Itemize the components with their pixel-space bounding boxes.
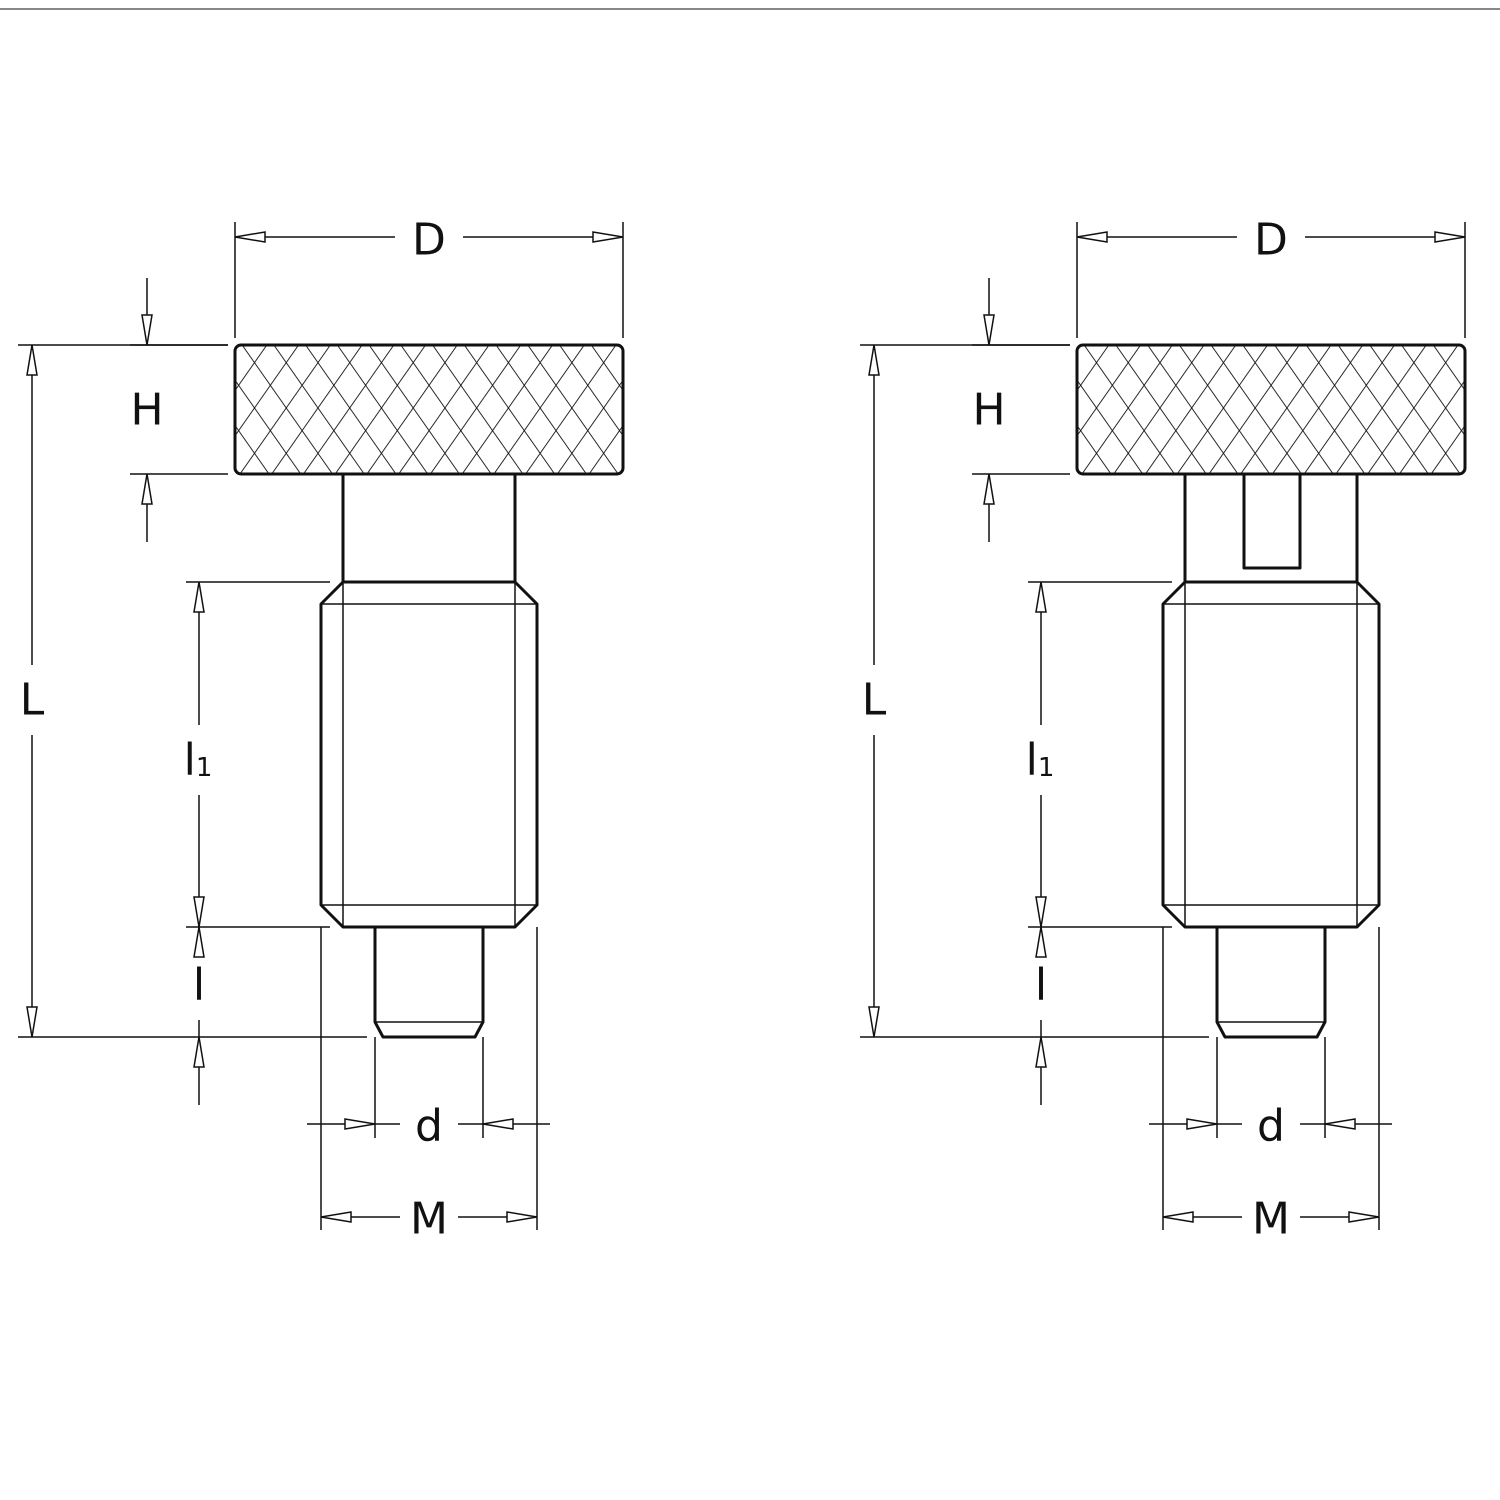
arrowhead-icon — [344, 1118, 376, 1130]
plunger-pin — [1215, 925, 1327, 1039]
arrowhead-icon — [1434, 231, 1466, 243]
label-L: L — [862, 675, 887, 726]
label-D: D — [412, 215, 446, 266]
subscript: 1 — [1038, 753, 1055, 783]
arrowhead-icon — [506, 1211, 538, 1223]
arrowhead-icon — [1348, 1211, 1380, 1223]
arrowhead-icon — [1324, 1118, 1356, 1130]
label-H: H — [130, 385, 163, 436]
arrowhead-icon — [1162, 1211, 1194, 1223]
label-l1: l1 — [1026, 735, 1055, 786]
arrowhead-icon — [26, 344, 38, 376]
arrowhead-icon — [983, 314, 995, 346]
arrowhead-icon — [1035, 581, 1047, 613]
view-slotted: D H Ll1 l dM — [860, 215, 1467, 1245]
threaded-body — [1161, 580, 1381, 929]
arrowhead-icon — [193, 896, 205, 928]
label-d: d — [1257, 1101, 1285, 1152]
label-H: H — [972, 385, 1005, 436]
threaded-body — [319, 580, 539, 929]
view-plain: D H Ll1 l dM — [18, 215, 625, 1245]
plunger-pin — [373, 925, 485, 1039]
label-L: L — [20, 675, 45, 726]
arrowhead-icon — [141, 314, 153, 346]
label-D: D — [1254, 215, 1288, 266]
slot — [1242, 472, 1302, 570]
arrowhead-icon — [1076, 231, 1108, 243]
neck — [1183, 472, 1359, 584]
knurl-hatch — [235, 345, 623, 474]
arrowhead-icon — [482, 1118, 514, 1130]
knurled-knob — [1075, 343, 1467, 476]
arrowhead-icon — [1035, 896, 1047, 928]
arrowhead-icon — [1186, 1118, 1218, 1130]
arrowhead-icon — [193, 1036, 205, 1068]
arrowhead-icon — [983, 473, 995, 505]
arrowhead-icon — [26, 1006, 38, 1038]
label-l1: l1 — [184, 735, 213, 786]
knurl-hatch — [1077, 345, 1465, 474]
subscript: 1 — [196, 753, 213, 783]
label-l: l — [193, 960, 205, 1011]
label-d: d — [415, 1101, 443, 1152]
label-l: l — [1035, 960, 1047, 1011]
label-M: M — [1252, 1194, 1290, 1245]
arrowhead-icon — [868, 344, 880, 376]
arrowhead-icon — [1035, 926, 1047, 958]
top-border-line — [0, 8, 1500, 10]
arrowhead-icon — [193, 926, 205, 958]
arrowhead-icon — [193, 581, 205, 613]
neck — [341, 472, 517, 584]
arrowhead-icon — [141, 473, 153, 505]
arrowhead-icon — [868, 1006, 880, 1038]
knurled-knob — [233, 343, 625, 476]
arrowhead-icon — [592, 231, 624, 243]
arrowhead-icon — [320, 1211, 352, 1223]
arrowhead-icon — [1035, 1036, 1047, 1068]
arrowhead-icon — [234, 231, 266, 243]
label-M: M — [410, 1194, 448, 1245]
